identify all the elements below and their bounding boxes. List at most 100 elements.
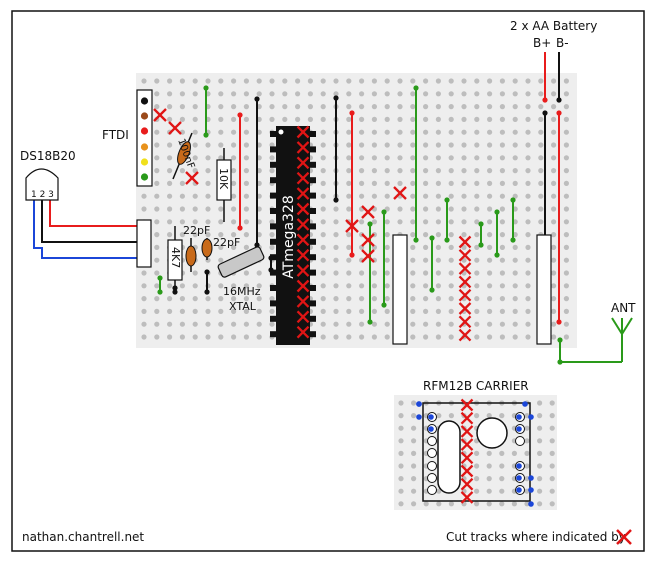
board-hole <box>346 168 352 174</box>
board-hole <box>499 116 505 122</box>
board-hole <box>474 321 480 327</box>
rfm-blue-dot <box>416 414 422 420</box>
board-hole <box>384 257 390 263</box>
rfm-pins <box>416 401 534 507</box>
chip-pin <box>270 192 276 199</box>
board-hole <box>423 78 429 84</box>
board-hole <box>371 180 377 186</box>
board-hole <box>218 283 224 289</box>
board-hole <box>384 244 390 250</box>
board-hole <box>192 142 198 148</box>
chip-pin <box>310 238 316 245</box>
board-hole <box>448 78 454 84</box>
board-hole <box>154 283 160 289</box>
board-hole <box>218 257 224 263</box>
board-hole <box>167 104 173 110</box>
board-hole <box>192 78 198 84</box>
board-hole <box>549 476 555 482</box>
board-hole <box>499 155 505 161</box>
board-hole <box>512 155 518 161</box>
board-hole <box>499 283 505 289</box>
board-hole <box>282 78 288 84</box>
board-hole <box>346 129 352 135</box>
cut-mark <box>460 438 474 451</box>
board-hole <box>269 232 275 238</box>
board-hole <box>551 91 557 97</box>
board-hole <box>410 270 416 276</box>
wire-end <box>494 252 500 258</box>
board-hole <box>218 78 224 84</box>
board-hole <box>538 206 544 212</box>
board-hole <box>346 155 352 161</box>
board-hole <box>537 501 543 507</box>
wire-end <box>381 302 387 308</box>
wire-end <box>478 221 484 227</box>
board-hole <box>192 232 198 238</box>
board-hole <box>231 104 237 110</box>
board-hole <box>486 463 492 469</box>
board-hole <box>346 308 352 314</box>
board-hole <box>499 168 505 174</box>
board-hole <box>525 296 531 302</box>
board-hole <box>397 219 403 225</box>
board-hole <box>269 308 275 314</box>
board-hole <box>525 91 531 97</box>
board-hole <box>307 78 313 84</box>
board-hole <box>551 296 557 302</box>
board-hole <box>346 321 352 327</box>
board-hole <box>256 270 262 276</box>
board-hole <box>346 142 352 148</box>
board-hole <box>423 270 429 276</box>
board-hole <box>320 270 326 276</box>
board-hole <box>167 116 173 122</box>
board-hole <box>384 270 390 276</box>
board-hole <box>512 78 518 84</box>
board-hole <box>333 257 339 263</box>
board-hole <box>307 104 313 110</box>
board-hole <box>410 334 416 340</box>
legend-text: Cut tracks where indicated by <box>446 530 626 544</box>
ftdi-label: FTDI <box>102 128 129 142</box>
board-hole <box>435 180 441 186</box>
board-hole <box>320 116 326 122</box>
board-hole <box>243 78 249 84</box>
board-hole <box>371 78 377 84</box>
board-hole <box>269 321 275 327</box>
board-hole <box>167 78 173 84</box>
board-hole <box>423 501 429 507</box>
board-hole <box>410 283 416 289</box>
board-hole <box>551 270 557 276</box>
board-hole <box>320 142 326 148</box>
board-hole <box>525 283 531 289</box>
board-hole <box>563 321 570 327</box>
board-hole <box>192 270 198 276</box>
board-hole <box>423 91 429 97</box>
board-hole <box>411 438 417 444</box>
wire-end <box>157 275 163 281</box>
board-hole <box>192 308 198 314</box>
board-hole <box>435 78 441 84</box>
wire-end <box>413 237 419 243</box>
board-hole <box>154 296 160 302</box>
cut-mark <box>296 125 310 139</box>
board-hole <box>320 180 326 186</box>
board-hole <box>218 244 224 250</box>
board-hole <box>154 308 160 314</box>
wire-end <box>556 319 562 325</box>
chip-pin <box>310 146 316 153</box>
board-hole <box>359 296 365 302</box>
board-hole <box>538 116 544 122</box>
board-hole <box>256 334 262 340</box>
board-hole <box>398 463 404 469</box>
board-hole <box>499 476 505 482</box>
board-hole <box>320 334 326 340</box>
board-hole <box>307 116 313 122</box>
board-hole <box>461 91 467 97</box>
board-hole <box>524 450 530 456</box>
rfm-module <box>422 402 531 502</box>
board-hole <box>371 104 377 110</box>
board-hole <box>537 450 543 456</box>
board-hole <box>563 296 570 302</box>
rfm-pin-right <box>515 436 525 446</box>
